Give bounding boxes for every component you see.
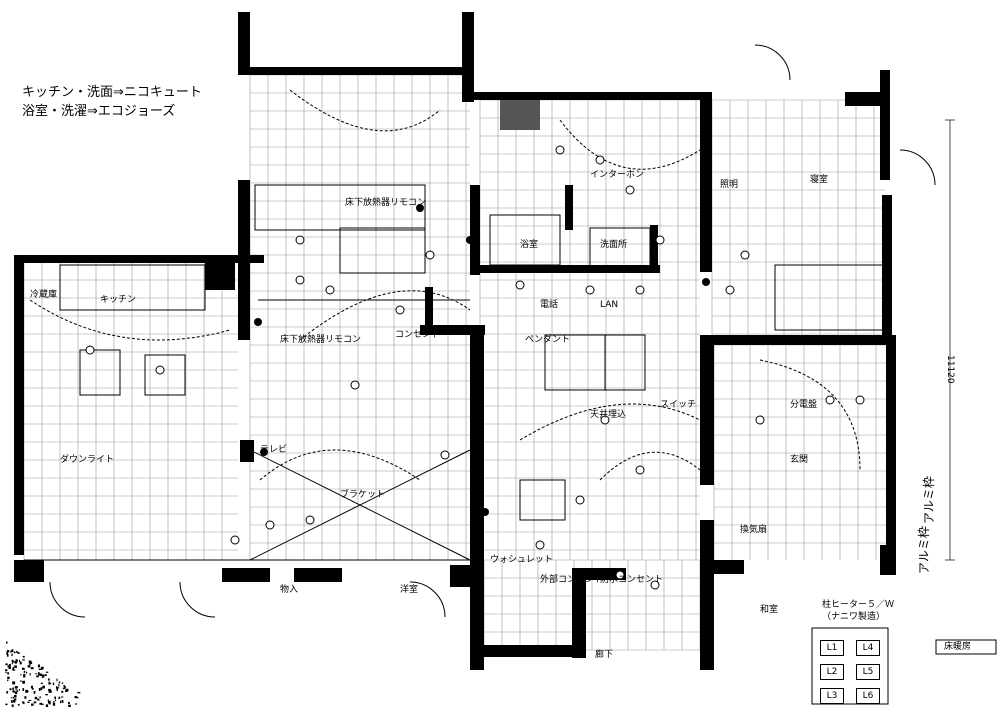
legend-box-l3: L3 <box>820 688 844 704</box>
room-label: テレビ <box>260 445 288 455</box>
heating-note-kitchen: キッチン・洗面⇒ニコキュート <box>22 85 202 100</box>
room-label: ブラケット <box>340 490 386 500</box>
room-label: LAN <box>600 300 619 310</box>
room-label: キッチン <box>100 295 137 305</box>
room-label: ペンダント <box>525 335 571 345</box>
noise <box>5 641 81 707</box>
room-label: 寝室 <box>810 175 829 185</box>
fixtures <box>24 44 936 618</box>
room-label: 外部コンセント <box>540 575 604 585</box>
room-label: 洗面所 <box>600 240 628 250</box>
legend-box-l5: L5 <box>856 664 880 680</box>
room-label: 天井埋込 <box>590 410 627 420</box>
floor-grid <box>23 74 886 651</box>
walls <box>14 12 896 670</box>
legend-corner-label: 床暖房 <box>944 642 972 652</box>
legend-box-l2: L2 <box>820 664 844 680</box>
room-label: 電話 <box>540 300 559 310</box>
room-label: 防水コンセント <box>600 575 664 585</box>
dots <box>254 204 710 516</box>
room-label: 床下放熱器リモコン <box>280 335 362 345</box>
room-label: アルミ枠 <box>921 476 936 524</box>
legend-caption-top: 柱ヒーター５／Ｗ <box>822 600 895 610</box>
legend-box-l6: L6 <box>856 688 880 704</box>
dimension-label: 11120 <box>945 355 955 384</box>
room-label: 和室 <box>760 605 779 615</box>
room-label: 浴室 <box>520 240 539 250</box>
room-label: 照明 <box>720 180 739 190</box>
room-label: 廊下 <box>595 650 614 660</box>
legend-box-l1: L1 <box>820 640 844 656</box>
room-label: 床下放熱器リモコン <box>345 198 427 208</box>
room-label: ウォシュレット <box>490 555 553 565</box>
room-label: 冷蔵庫 <box>30 290 58 300</box>
room-label: 玄関 <box>790 455 809 465</box>
room-label: 洋室 <box>400 585 419 595</box>
room-label: ダウンライト <box>60 455 115 465</box>
room-label: スイッチ <box>660 400 697 410</box>
room-label: 換気扇 <box>740 525 768 535</box>
legend-box-l4: L4 <box>856 640 880 656</box>
devices <box>85 145 865 590</box>
room-label: 分電盤 <box>790 400 818 410</box>
room-label: コンセント <box>395 330 441 340</box>
room-label: インターホン <box>590 170 645 180</box>
heating-note-bath: 浴室・洗濯⇒エコジョーズ <box>22 104 176 119</box>
room-label: アルミ枠 <box>916 526 931 574</box>
legend-caption-bottom: （ナニワ製造） <box>822 612 886 622</box>
room-label: 物入 <box>280 585 299 595</box>
